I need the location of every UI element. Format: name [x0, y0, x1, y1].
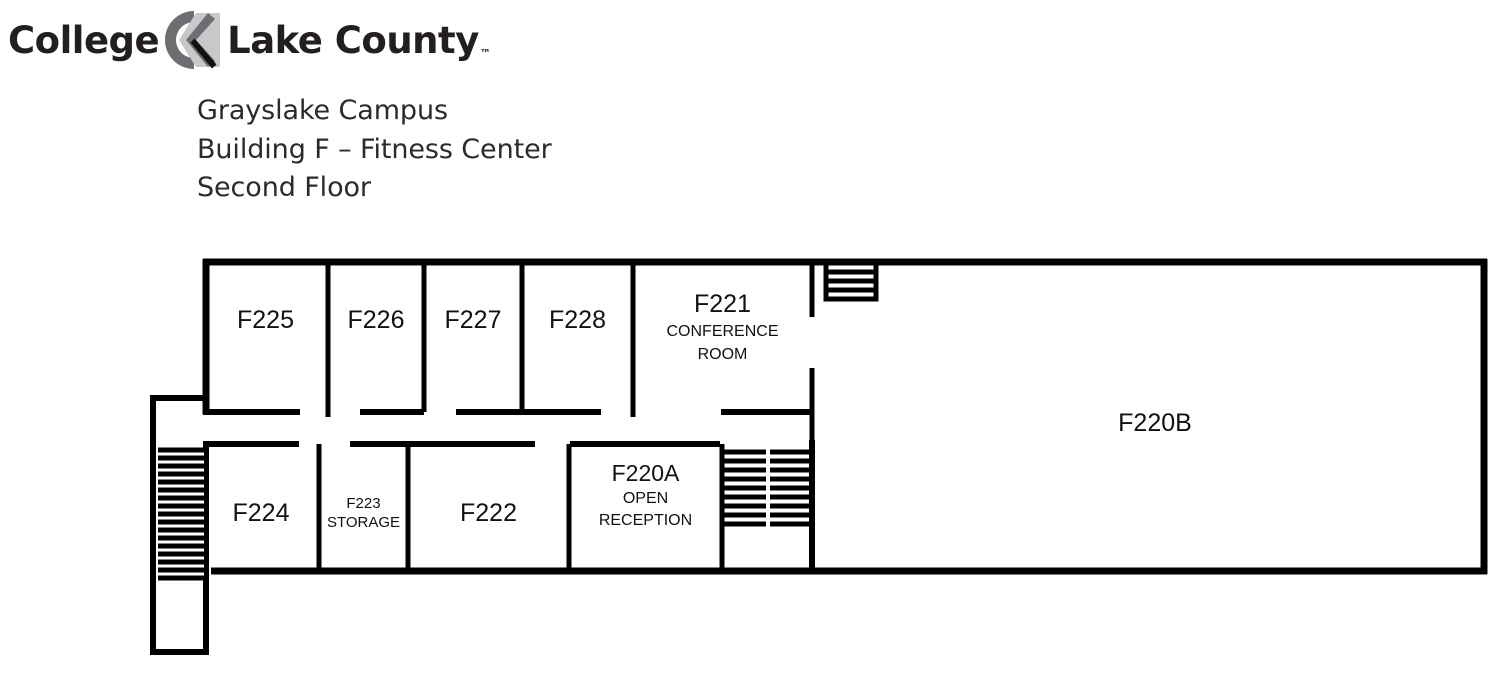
walls	[150, 258, 1488, 655]
title-campus: Grayslake Campus	[197, 95, 448, 126]
logo-word-college: College	[8, 18, 160, 62]
logo-word-lake-county: Lake County	[227, 18, 479, 62]
page-title: Grayslake Campus Building F – Fitness Ce…	[197, 92, 552, 208]
trademark-symbol: ™	[479, 47, 491, 60]
west-stairwell	[158, 447, 204, 581]
title-building: Building F – Fitness Center	[197, 133, 552, 165]
title-floor: Second Floor	[197, 172, 371, 203]
page-header: College Lake County ™ Grayslake Campus B…	[0, 0, 1500, 230]
center-stairwell	[724, 449, 811, 527]
clc-logo: College Lake County ™	[8, 10, 491, 70]
north-stairwell	[823, 260, 879, 302]
clc-c-chevron-logo-icon	[163, 9, 225, 71]
